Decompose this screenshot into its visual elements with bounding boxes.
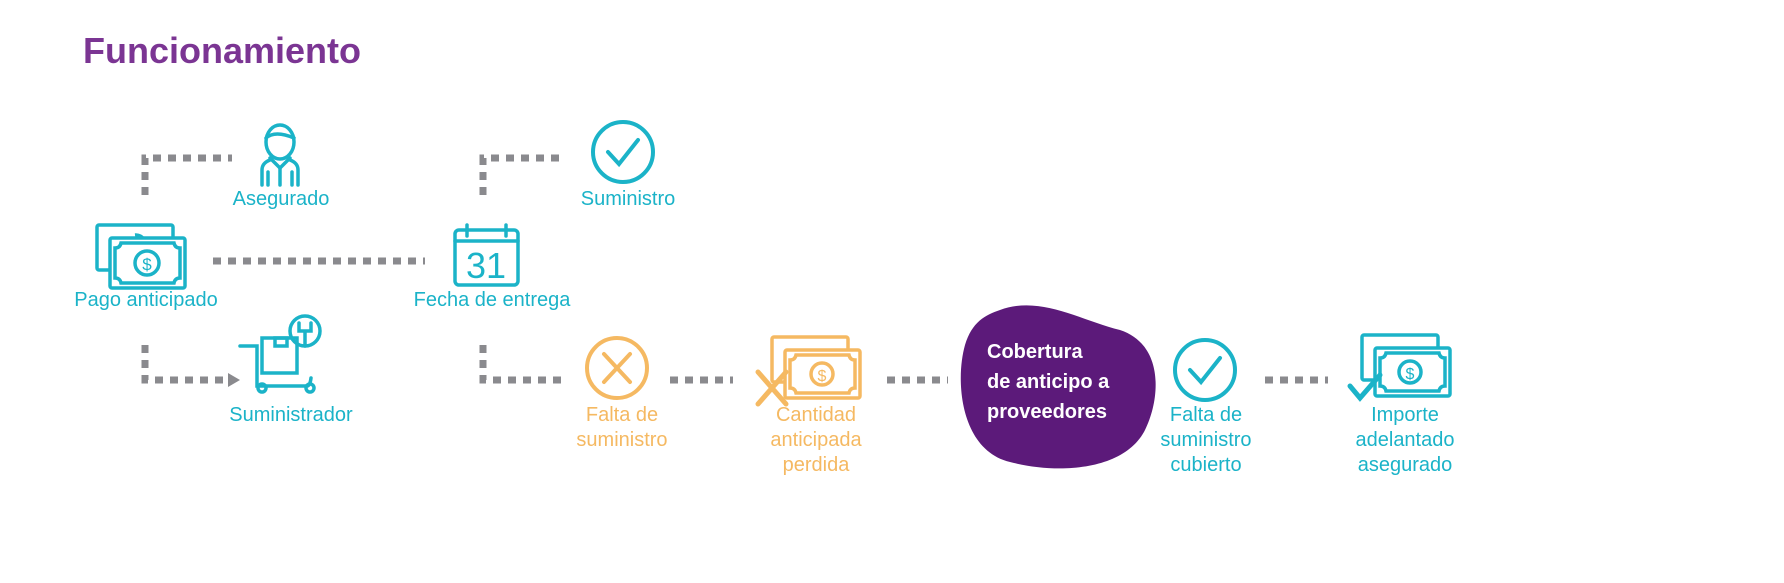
- money-x-icon: $: [755, 335, 862, 407]
- label-falta-suministro: Falta de suministro: [576, 404, 668, 451]
- label-fecha-entrega: Fecha de entrega: [413, 289, 571, 311]
- connectors: [141, 154, 1328, 384]
- connector-asegurado: [141, 154, 232, 195]
- svg-text:$: $: [142, 255, 152, 274]
- calendar-icon: 31: [453, 223, 520, 287]
- connector-suministro: [479, 154, 566, 195]
- label-falta-cubierto: Falta de suministro cubierto: [1160, 404, 1252, 476]
- label-suministrador: Suministrador: [229, 404, 353, 426]
- money-check-icon: $: [1347, 333, 1452, 402]
- person-icon: [260, 123, 300, 187]
- label-pago-anticipado: Pago anticipado: [74, 289, 218, 311]
- check-circle-icon: [1173, 338, 1237, 402]
- svg-text:$: $: [818, 368, 827, 385]
- label-cobertura: Cobertura de anticipo a proveedores: [987, 341, 1110, 423]
- arrow-head-icon: [228, 373, 240, 387]
- label-importe-asegurado: Importe adelantado asegurado: [1355, 404, 1455, 476]
- x-circle-icon: [585, 336, 649, 400]
- page-title: Funcionamiento: [83, 30, 361, 71]
- connector-suministrador: [141, 345, 228, 384]
- label-cantidad-perdida: Cantidad anticipada perdida: [770, 404, 862, 476]
- svg-text:31: 31: [466, 245, 506, 286]
- label-suministro: Suministro: [580, 188, 676, 210]
- check-circle-icon: [591, 120, 655, 184]
- label-asegurado: Asegurado: [232, 188, 330, 210]
- cobertura-blob: [960, 305, 1156, 469]
- money-icon: $: [95, 223, 187, 290]
- svg-text:$: $: [1406, 366, 1415, 383]
- connector-falta: [479, 345, 566, 384]
- cart-icon: [238, 314, 322, 394]
